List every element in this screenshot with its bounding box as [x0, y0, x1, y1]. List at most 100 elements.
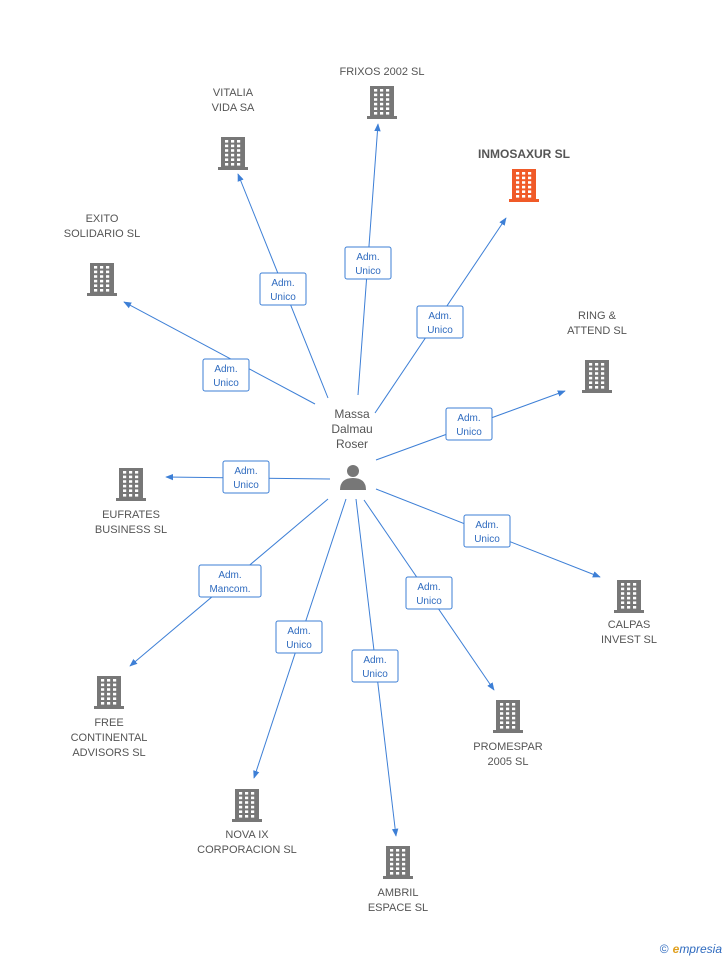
relation-badge[interactable]: Adm.Unico — [445, 407, 493, 441]
relation-label: Adm.Unico — [362, 655, 388, 680]
relation-label: Adm.Mancom. — [209, 570, 250, 595]
company-name-line: CALPAS — [608, 619, 651, 631]
relation-badge[interactable]: Adm. Unico — [416, 305, 464, 339]
building-icon[interactable] — [383, 846, 413, 879]
company-name: PROMESPAR 2005 SL — [473, 741, 543, 768]
building-icon[interactable] — [493, 700, 523, 733]
relation-badge-box — [259, 272, 307, 306]
edge-ambril: Adm.Unico — [351, 498, 399, 837]
relation-label: Adm.Unico — [456, 413, 482, 438]
edge-free: Adm. Mancom. — [129, 498, 329, 667]
relation-label-line: Unico — [213, 378, 239, 389]
relation-label-line: Unico — [427, 325, 453, 336]
relation-badge-box — [275, 620, 323, 654]
brand-initial: e — [672, 942, 680, 956]
relation-label-line: Unico — [362, 669, 388, 680]
edge-line — [123, 301, 316, 405]
relation-badge-box — [198, 564, 262, 598]
relation-badge[interactable]: Adm.Unico — [351, 649, 399, 683]
company-name-line: FRIXOS 2002 SL — [340, 66, 425, 78]
company-name-line: PROMESPAR — [473, 741, 543, 753]
relation-label: Adm.Unico — [416, 582, 442, 607]
company-node-calpas[interactable]: CALPAS INVEST SL — [601, 580, 657, 646]
relation-label: Adm.Unico — [233, 466, 259, 491]
relation-badge[interactable]: Adm. Unico — [275, 620, 323, 654]
building-icon[interactable] — [614, 580, 644, 613]
company-node-ring[interactable]: RING & ATTEND SL — [567, 310, 627, 393]
person-icon — [340, 465, 366, 490]
person-name-line: Roser — [336, 437, 368, 451]
company-name-line: 2005 SL — [488, 756, 529, 768]
company-name-line: CORPORACION SL — [197, 844, 297, 856]
building-icon[interactable] — [94, 676, 124, 709]
building-icon[interactable] — [232, 789, 262, 822]
building-icon[interactable] — [116, 468, 146, 501]
relation-label-line: Unico — [233, 480, 259, 491]
company-name: RING & ATTEND SL — [567, 310, 627, 337]
relation-badge[interactable]: Adm.Unico — [463, 514, 511, 548]
company-node-nova[interactable]: NOVA IX CORPORACION SL — [197, 789, 297, 856]
relation-label-line: Unico — [270, 292, 296, 303]
company-name-line: NOVA IX — [225, 829, 269, 841]
building-icon[interactable] — [218, 137, 248, 170]
edge-eufrates: Adm.Unico — [165, 460, 331, 494]
company-name: CALPAS INVEST SL — [601, 619, 657, 646]
company-name-line: INMOSAXUR SL — [478, 147, 570, 161]
relation-label-line: Adm. — [356, 252, 379, 263]
relation-label-line: Unico — [286, 640, 312, 651]
company-name-line: CONTINENTAL — [71, 732, 148, 744]
relation-badge-box — [351, 649, 399, 683]
relation-badge-box — [405, 576, 453, 610]
copyright-symbol: © — [659, 942, 669, 956]
company-name-line: RING & — [578, 310, 617, 322]
relation-label: Adm.Unico — [213, 364, 239, 389]
edge-ring: Adm.Unico — [375, 390, 566, 461]
company-name-line: AMBRIL — [378, 887, 419, 899]
company-node-frixos[interactable]: FRIXOS 2002 SL — [340, 66, 425, 119]
relation-badge[interactable]: Adm.Mancom. — [198, 564, 262, 598]
company-name-line: FREE — [94, 717, 123, 729]
relation-label: Adm. Unico — [355, 252, 381, 277]
company-name-line: BUSINESS SL — [95, 524, 167, 536]
company-node-inmosaxur[interactable]: INMOSAXUR SL — [478, 147, 570, 202]
relation-badge[interactable]: Adm.Unico — [202, 358, 250, 392]
relation-badge[interactable]: Adm.Unico — [405, 576, 453, 610]
relation-badge-box — [445, 407, 493, 441]
person-name-line: Massa — [334, 407, 370, 421]
relation-badge-box — [416, 305, 464, 339]
building-icon[interactable] — [582, 360, 612, 393]
relation-badge[interactable]: Adm.Unico — [259, 272, 307, 306]
company-node-promespar[interactable]: PROMESPAR 2005 SL — [473, 700, 543, 768]
company-name: FRIXOS 2002 SL — [340, 66, 425, 78]
relation-label-line: Adm. — [287, 626, 310, 637]
company-name: INMOSAXUR SL — [478, 147, 570, 161]
company-name-line: ATTEND SL — [567, 325, 627, 337]
company-node-ambril[interactable]: AMBRIL ESPACE SL — [368, 846, 428, 914]
relation-label-line: Mancom. — [209, 584, 250, 595]
edge-inmosaxur: Adm. Unico — [374, 217, 507, 414]
relation-label-line: Adm. — [428, 311, 451, 322]
building-icon[interactable] — [87, 263, 117, 296]
relation-label-line: Unico — [355, 266, 381, 277]
company-name-line: ESPACE SL — [368, 902, 428, 914]
company-name-line: INVEST SL — [601, 634, 657, 646]
relation-label-line: Unico — [416, 596, 442, 607]
building-icon[interactable] — [367, 86, 397, 119]
relation-badge[interactable]: Adm.Unico — [222, 460, 270, 494]
edge-nova: Adm. Unico — [253, 498, 347, 779]
relation-badge-box — [463, 514, 511, 548]
brand-name: mpresia — [679, 942, 722, 956]
relation-badge[interactable]: Adm. Unico — [344, 246, 392, 280]
edge-promespar: Adm.Unico — [363, 499, 495, 691]
company-name: NOVA IX CORPORACION SL — [197, 829, 297, 856]
building-icon[interactable] — [509, 169, 539, 202]
